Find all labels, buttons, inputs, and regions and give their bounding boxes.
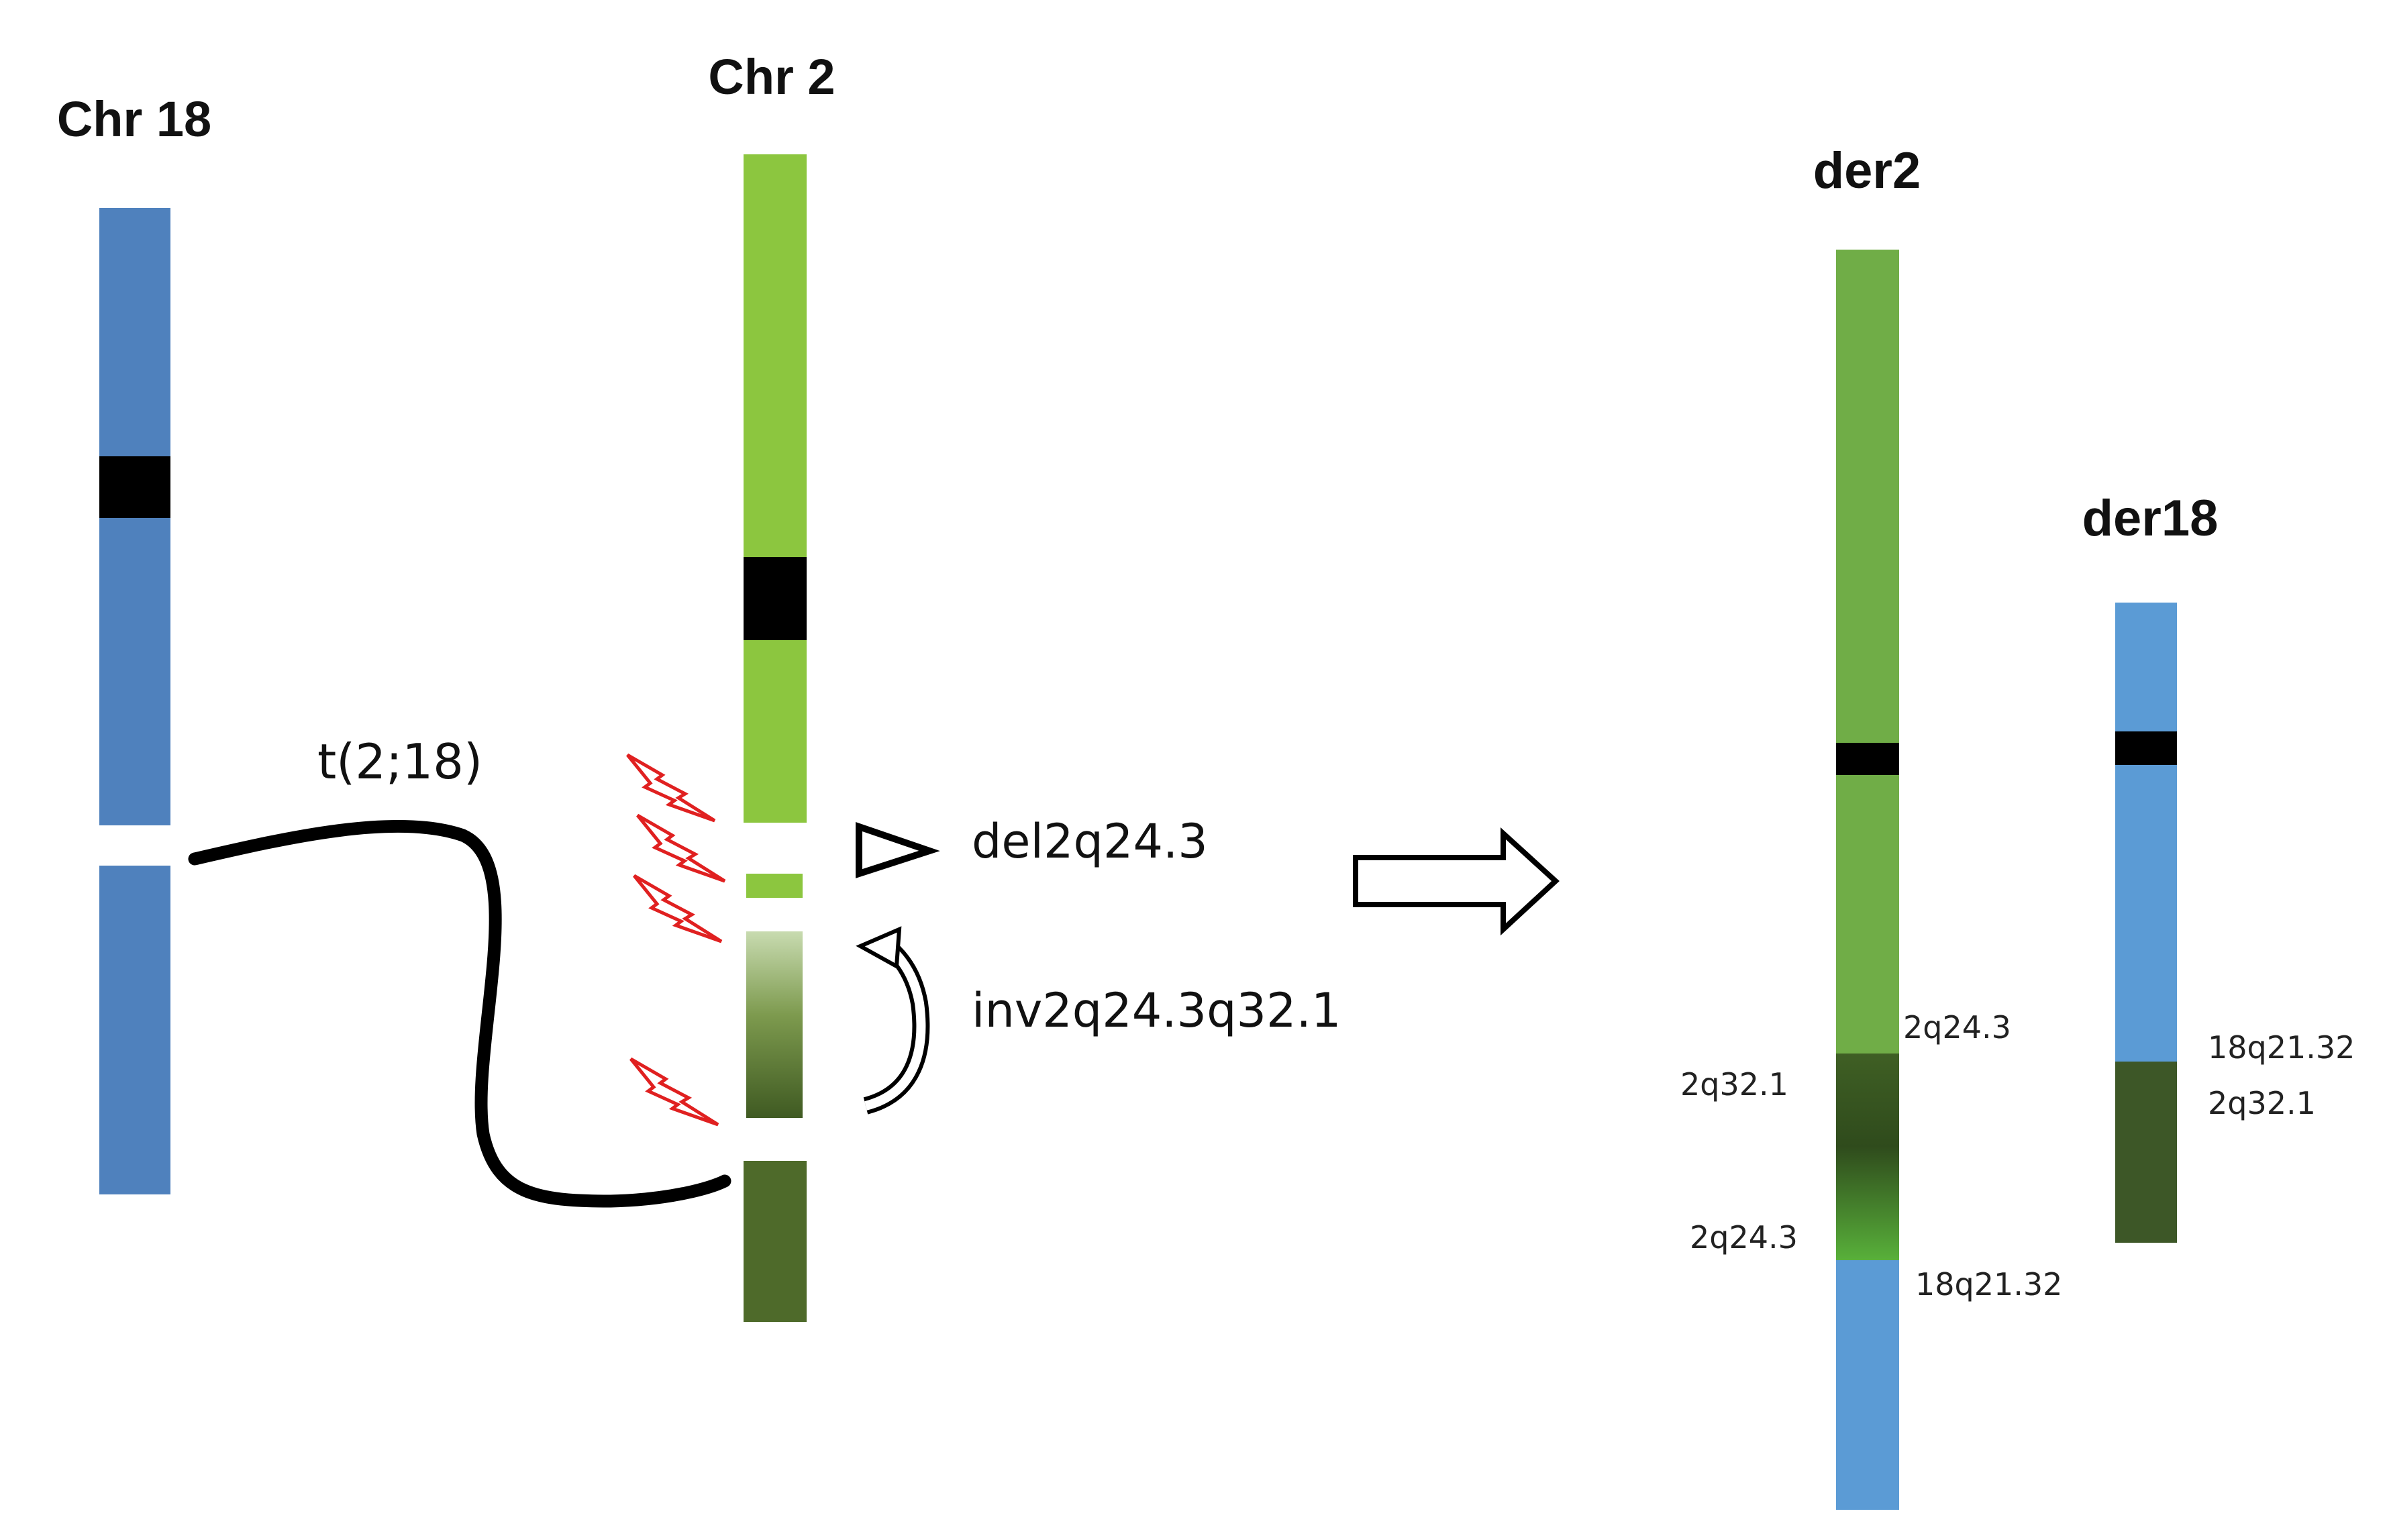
der18-upper-segment xyxy=(2115,603,2177,731)
der18-chromosome xyxy=(2115,603,2177,1243)
chr2-title: Chr 2 xyxy=(708,49,835,105)
chr2-distal-segment xyxy=(744,1161,807,1322)
der18-lower-segment xyxy=(2115,765,2177,1062)
lightning-bolt-icon xyxy=(627,755,715,821)
der2-band-label: 2q24.3 xyxy=(1903,1009,2011,1045)
der2-band-label: 2q32.1 xyxy=(1680,1066,1788,1102)
chr18-translocated-segment xyxy=(99,866,170,1194)
chr2-inverted-segment xyxy=(746,931,803,1118)
triangle-pointer-icon xyxy=(856,822,940,878)
der2-chr18-segment xyxy=(1836,1260,1899,1510)
der18-band-label: 18q21.32 xyxy=(2208,1029,2355,1066)
der2-band-label: 2q24.3 xyxy=(1690,1219,1798,1255)
lightning-bolt-icon xyxy=(634,876,721,941)
lightning-bolt-icon xyxy=(638,815,725,881)
der2-inverted-segment xyxy=(1836,1054,1899,1260)
der18-band-label: 2q32.1 xyxy=(2208,1085,2316,1121)
chr18-chromosome xyxy=(99,208,170,1194)
chr2-q-arm xyxy=(744,640,807,823)
inversion-label: inv2q24.3q32.1 xyxy=(972,983,1341,1038)
chr18-centromere xyxy=(99,456,170,518)
der2-upper-segment xyxy=(1836,250,1899,743)
translocation-connector xyxy=(188,819,731,1208)
curved-arrow-icon xyxy=(856,926,930,1115)
chr2-chromosome xyxy=(744,154,807,1322)
chr2-centromere xyxy=(744,557,807,640)
right-arrow-icon xyxy=(1353,827,1560,936)
der2-lower-segment xyxy=(1836,775,1899,1054)
lightning-bolt-icon xyxy=(631,1059,718,1125)
der2-title: der2 xyxy=(1813,142,1921,199)
deletion-label: del2q24.3 xyxy=(972,814,1208,869)
chr2-small-segment xyxy=(746,874,803,898)
der18-title: der18 xyxy=(2082,490,2219,547)
der2-band-label: 18q21.32 xyxy=(1915,1266,2062,1302)
der18-centromere xyxy=(2115,731,2177,765)
chr18-q-arm xyxy=(99,518,170,825)
der18-chr2-segment xyxy=(2115,1062,2177,1243)
der2-chromosome xyxy=(1836,250,1899,1510)
der2-centromere xyxy=(1836,743,1899,775)
translocation-label: t(2;18) xyxy=(317,733,483,790)
chr18-p-arm xyxy=(99,208,170,456)
chr2-p-arm xyxy=(744,154,807,557)
chr18-title: Chr 18 xyxy=(57,91,211,147)
